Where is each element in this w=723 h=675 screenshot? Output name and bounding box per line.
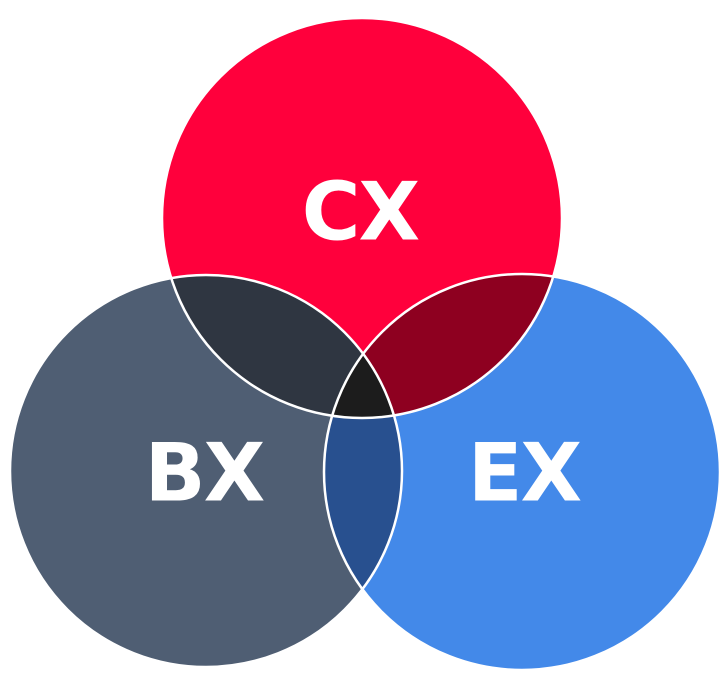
ex-label: EX bbox=[468, 427, 582, 520]
cx-outline bbox=[160, 16, 564, 420]
bx-label: BX bbox=[145, 427, 265, 520]
cx-bx-overlap bbox=[162, 275, 402, 418]
cx-ex-overlap bbox=[324, 274, 562, 418]
bx-outline bbox=[8, 273, 404, 669]
ex-outline bbox=[322, 272, 722, 672]
cx-label: CX bbox=[302, 166, 420, 259]
